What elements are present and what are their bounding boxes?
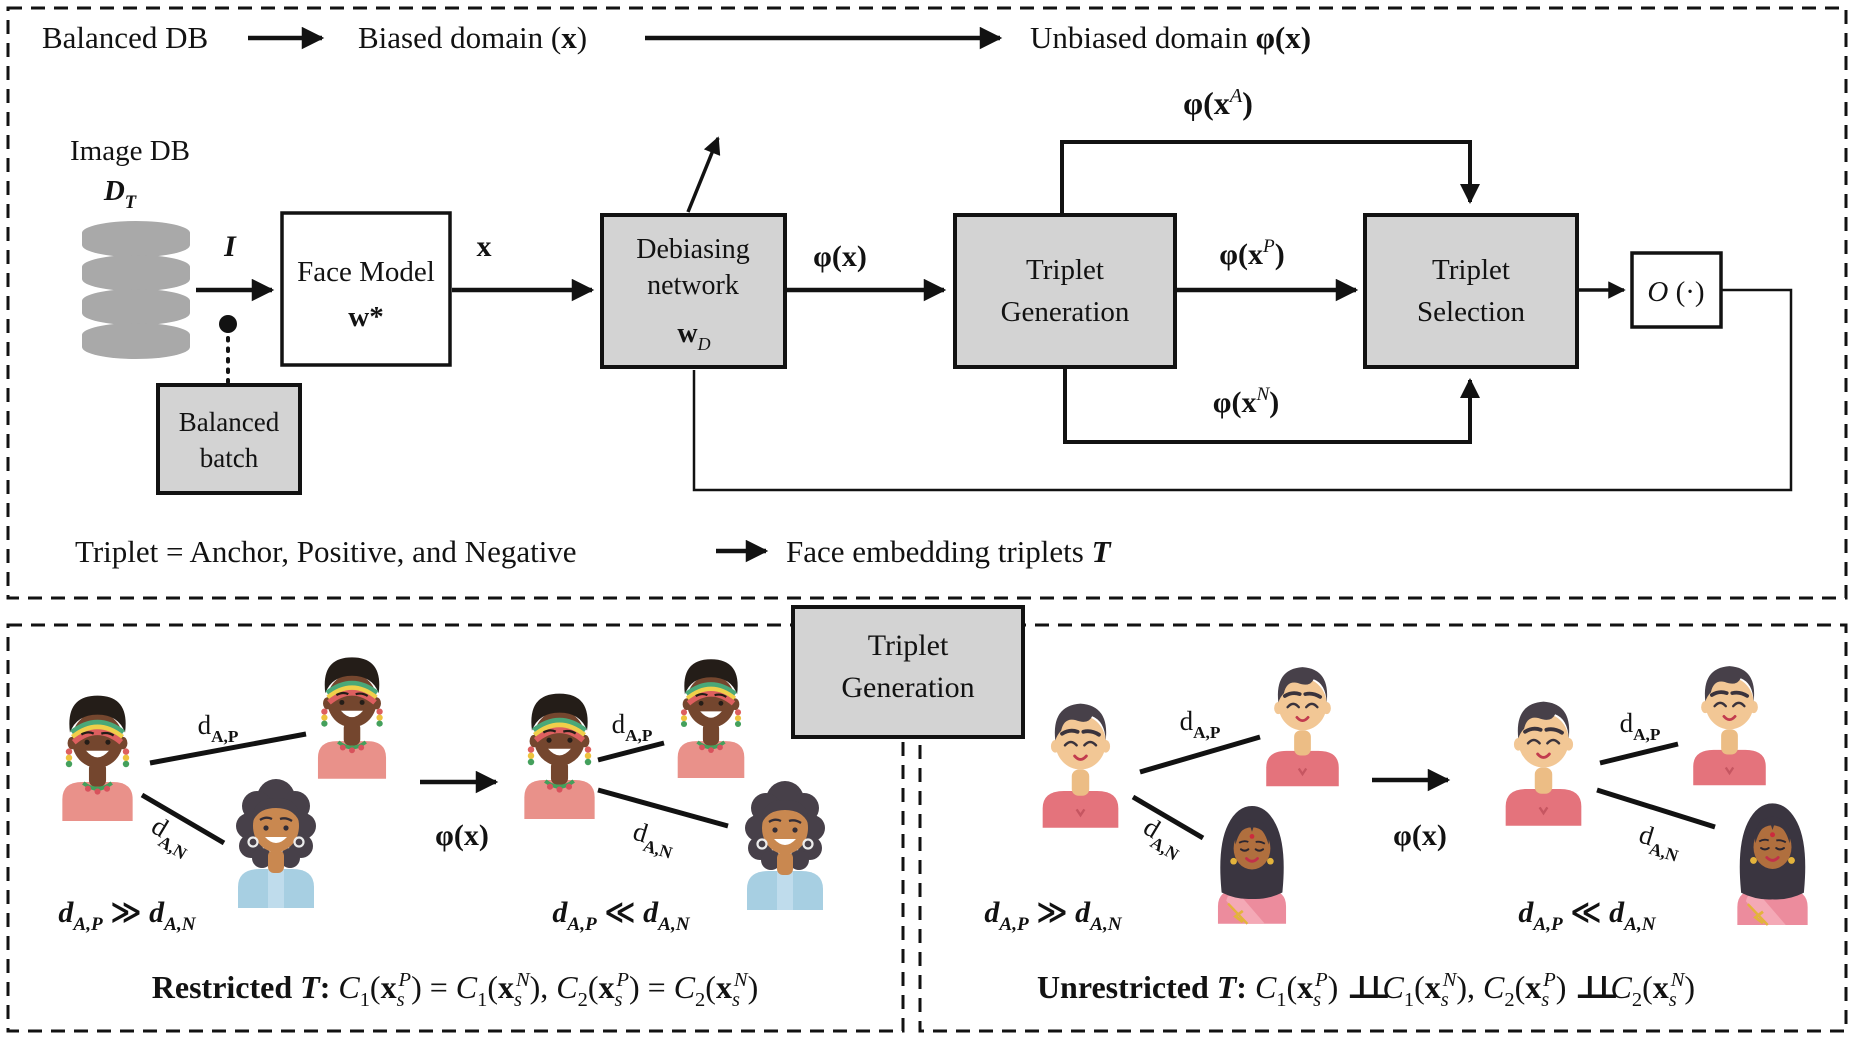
right-phi-label: φ(x) (1393, 819, 1447, 852)
feedback-loop-line (692, 288, 1793, 492)
left-positive-face (318, 657, 386, 778)
right-anchor-face-debiased (1503, 699, 1584, 828)
objective-label: O (·) (1647, 276, 1704, 308)
left-dAP-line (149, 731, 307, 766)
label-x: x (477, 230, 492, 263)
left-negative-face-debiased (743, 779, 827, 912)
right-dAN-label: dA,N (1135, 811, 1191, 864)
right-dAP-label: dA,P (1180, 706, 1221, 742)
left-dAN-line-2 (597, 787, 729, 829)
bottom-right-panel-border (918, 623, 1848, 1033)
left-positive-face-debiased (678, 659, 745, 778)
unrestricted-caption: Unrestricted T: C1(xsP) ⊥⊥ C1(xsN), C2(x… (1037, 969, 1695, 1011)
debiasing-box (600, 213, 787, 369)
debiasing-symbol: wD (677, 318, 710, 354)
right-anchor-face (1040, 701, 1121, 830)
label-input-I: I (223, 230, 237, 263)
label-phi-xP: φ(xP) (1219, 236, 1284, 271)
bottom-generation-line2: Generation (841, 671, 974, 704)
triplet-generation-line1: Triplet (1026, 254, 1104, 286)
right-inequality-before: dA,P ≫ dA,N (984, 896, 1122, 935)
header-biased-domain: Biased domain (x) (358, 20, 587, 55)
left-inequality-after: dA,P ≪ dA,N (552, 896, 690, 935)
left-dAP-line-2 (597, 740, 665, 763)
face-model-line1: Face Model (297, 256, 435, 288)
right-inequality-after: dA,P ≪ dA,N (1518, 896, 1656, 935)
database-cylinder-icon (82, 221, 190, 359)
right-negative-face (1216, 804, 1288, 926)
triplet-note-right: Face embedding triplets T (786, 534, 1112, 569)
triplet-selection-line1: Triplet (1432, 254, 1510, 286)
left-dAN-label: dA,N (143, 810, 199, 863)
triplet-generation-box (953, 213, 1177, 369)
left-dAP-label-2: dA,P (612, 709, 653, 745)
header-balanced-db: Balanced DB (42, 20, 208, 55)
debiasing-line2: network (647, 270, 739, 301)
bottom-generation-box (791, 605, 1025, 739)
restricted-caption: Restricted T: C1(xsP) = C1(xsN), C2(xsP)… (152, 969, 758, 1011)
triplet-selection-line2: Selection (1417, 296, 1525, 328)
left-phi-label: φ(x) (435, 819, 489, 852)
right-dAP-line-2 (1599, 741, 1679, 766)
right-dAN-line-2 (1596, 787, 1716, 830)
image-db-symbol: DT (103, 175, 137, 213)
left-dAN-line (140, 792, 226, 846)
right-dAN-label-2: dA,N (1634, 819, 1686, 866)
label-phi-xN: φ(xN) (1213, 384, 1280, 419)
face-model-symbol: w* (348, 301, 383, 333)
balanced-batch-line1: Balanced (179, 407, 280, 437)
label-phi-xA: φ(xA) (1183, 85, 1253, 121)
left-dAP-label: dA,P (198, 710, 239, 746)
triplet-note-left: Triplet = Anchor, Positive, and Negative (75, 534, 577, 569)
face-model-box (280, 211, 452, 367)
left-anchor-face (62, 696, 132, 821)
top-panel-border (6, 6, 1848, 600)
right-negative-face-debiased (1735, 801, 1810, 927)
balanced-batch-box (156, 383, 302, 495)
bottom-left-panel-border (6, 623, 905, 1033)
triplet-selection-box (1363, 213, 1579, 369)
route-phi-xA (1060, 140, 1480, 214)
balanced-batch-line2: batch (200, 443, 259, 473)
triplet-generation-line2: Generation (1001, 296, 1130, 328)
right-positive-face (1264, 665, 1341, 789)
right-positive-face-debiased (1691, 664, 1768, 788)
right-dAN-line (1131, 794, 1205, 841)
arrow-debiasing-up (686, 136, 721, 213)
header-unbiased-domain: Unbiased domain φ(x) (1030, 20, 1311, 55)
left-anchor-face-debiased (524, 694, 594, 819)
left-dAN-label-2: dA,N (628, 816, 680, 863)
image-db-title: Image DB (70, 135, 190, 167)
left-inequality-before: dA,P ≫ dA,N (58, 896, 196, 935)
debiasing-line1: Debiasing (636, 234, 750, 265)
route-phi-xN (1063, 368, 1480, 444)
batch-tap-dot (219, 315, 237, 333)
right-dAP-label-2: dA,P (1620, 708, 1661, 744)
right-dAP-line (1139, 734, 1261, 775)
left-negative-face (234, 777, 318, 910)
bottom-generation-line1: Triplet (868, 629, 949, 662)
label-phi-x: φ(x) (813, 240, 867, 273)
